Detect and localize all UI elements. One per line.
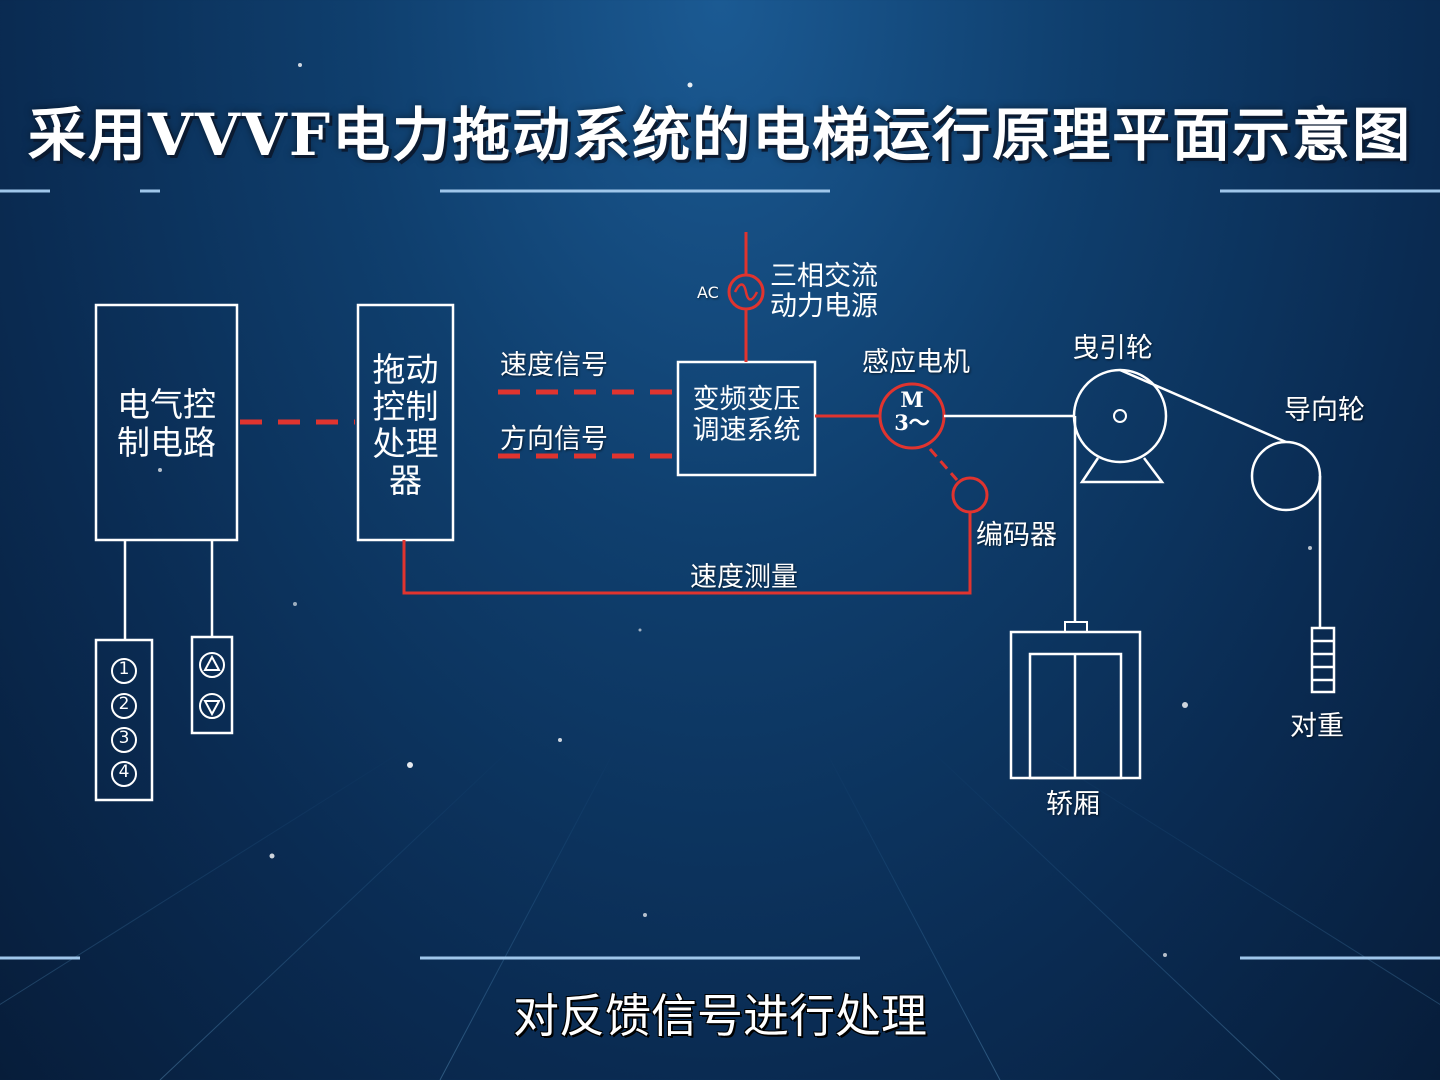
encoder-label: 编码器	[976, 520, 1057, 551]
power-line1: 三相交流	[770, 261, 878, 292]
electrical-control-box	[94, 303, 239, 542]
motor-symbol-line1: M	[900, 387, 924, 412]
motor-symbol-line2: 3～	[894, 410, 930, 436]
subtitle-caption: 对反馈信号进行处理	[513, 989, 927, 1043]
processor-line4: 器	[389, 460, 422, 500]
ac-label: AC	[697, 283, 719, 302]
hall-call-panel	[190, 635, 234, 735]
title-rules	[0, 189, 1440, 960]
direction-signal-label: 方向信号	[500, 424, 608, 455]
processor-line2: 控制	[372, 386, 439, 426]
floor-button-1	[111, 658, 137, 684]
electrical-control-line1: 电气控	[117, 385, 216, 424]
up-arrow-icon	[199, 652, 225, 678]
floor-button-label-1: 1	[118, 659, 130, 679]
down-arrow-icon	[199, 693, 225, 719]
floor-button-label-4: 4	[118, 762, 130, 782]
encoder-symbol	[951, 476, 989, 514]
page-title: 采用VVVF电力拖动系统的电梯运行原理平面示意图	[27, 101, 1413, 169]
traction-sheave-label: 曳引轮	[1072, 333, 1153, 364]
background-stars	[158, 63, 1312, 957]
vvvf-label: 变频变压 调速系统	[678, 384, 815, 446]
vvvf-line1: 变频变压	[692, 384, 801, 415]
electrical-control-label: 电气控 制电路	[96, 386, 237, 462]
power-line2: 动力电源	[770, 290, 878, 322]
processor-line3: 处理	[372, 423, 439, 463]
guide-sheave-label: 导向轮	[1284, 395, 1365, 426]
speed-signal-label: 速度信号	[500, 350, 608, 381]
counterweight-label: 对重	[1290, 711, 1344, 742]
floor-button-4	[111, 761, 137, 787]
floor-button-2	[111, 693, 137, 719]
car-label: 轿厢	[1046, 789, 1100, 820]
power-source-label: 三相交流 动力电源	[770, 262, 878, 321]
speed-measure-label: 速度测量	[690, 562, 798, 593]
floor-button-label-3: 3	[118, 728, 130, 748]
speed-measure-line	[402, 512, 972, 595]
processor-line1: 拖动	[372, 350, 439, 389]
floor-button-3	[111, 727, 137, 753]
floor-button-label-2: 2	[118, 694, 130, 714]
motor-symbol-text: M 3～	[882, 388, 942, 434]
counterweight-block	[1310, 626, 1336, 694]
motor-label: 感应电机	[862, 347, 970, 378]
car-button-panel	[94, 638, 154, 802]
vvvf-line2: 调速系统	[692, 415, 801, 447]
grid-floor	[0, 739, 1440, 1080]
guide-sheave	[1250, 440, 1322, 512]
electrical-control-line2: 制电路	[117, 422, 216, 462]
drag-control-processor-label: 拖动 控制 处理 器	[358, 350, 453, 500]
